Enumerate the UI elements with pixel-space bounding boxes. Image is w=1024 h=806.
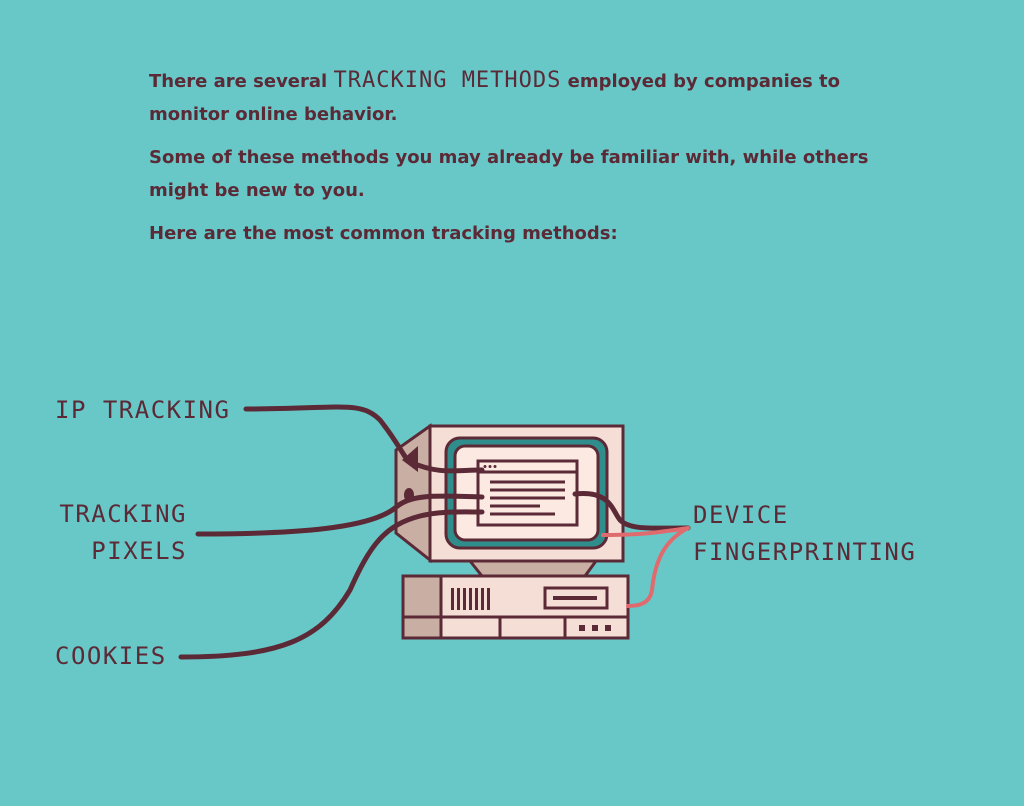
cable-ip-tracking xyxy=(243,404,485,474)
intro-paragraph-1: There are several TRACKING METHODS emplo… xyxy=(149,64,889,131)
monitor-stand xyxy=(466,559,599,578)
tracking-methods-term: TRACKING METHODS xyxy=(333,68,562,93)
cable-device-fingerprinting-accent xyxy=(601,526,690,608)
vent-grille xyxy=(451,588,490,610)
cables xyxy=(178,404,691,660)
intro-text: There are several TRACKING METHODS emplo… xyxy=(149,64,889,260)
label-ip-tracking: IP TRACKING xyxy=(55,396,231,424)
cable-device-fingerprinting xyxy=(572,491,691,531)
label-device-fingerprinting-line2: FINGERPRINTING xyxy=(693,538,917,566)
label-tracking-pixels-line1: TRACKING xyxy=(59,500,187,528)
cable-tracking-pixels xyxy=(195,493,485,537)
desktop-tower-icon xyxy=(401,574,630,640)
intro-paragraph-3: Here are the most common tracking method… xyxy=(149,223,618,244)
label-tracking-pixels-line2: PIXELS xyxy=(91,537,187,565)
label-device-fingerprinting: DEVICE FINGERPRINTING xyxy=(693,497,916,571)
intro-p1-after: employed by companies to monitor online … xyxy=(149,71,841,125)
intro-paragraph-2: Some of these methods you may already be… xyxy=(149,147,869,201)
label-tracking-pixels: TRACKING PIXELS xyxy=(55,496,187,570)
label-cookies: COOKIES xyxy=(55,642,167,670)
intro-p1-before: There are several xyxy=(149,71,334,92)
cable-cookies xyxy=(178,509,485,660)
label-device-fingerprinting-line1: DEVICE xyxy=(693,501,789,529)
